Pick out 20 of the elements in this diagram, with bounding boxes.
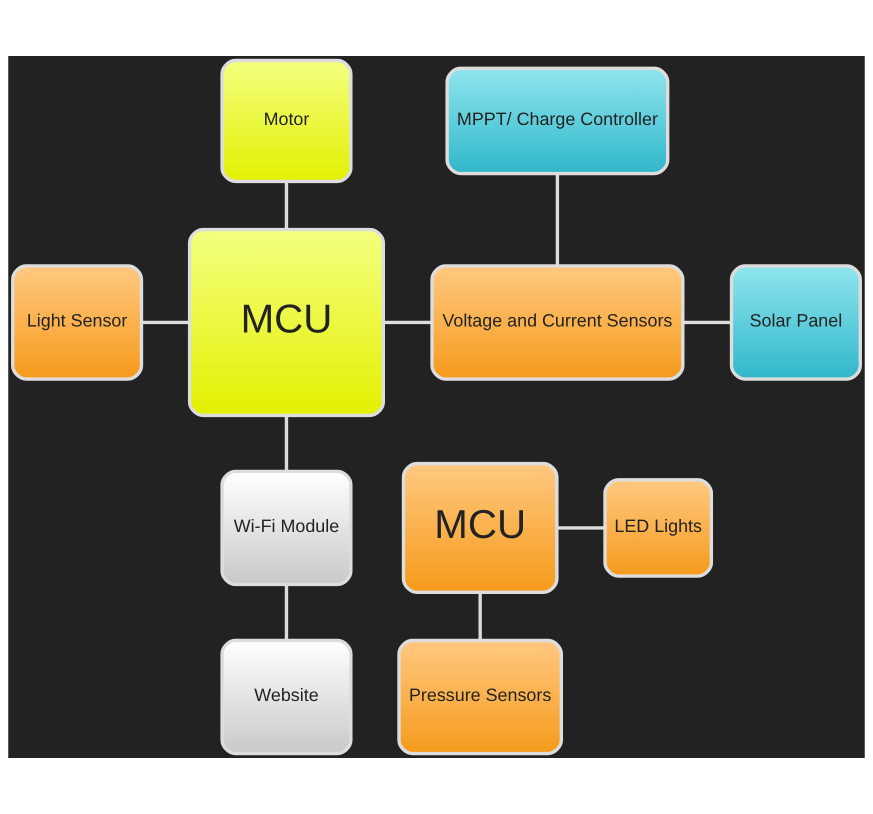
node-box: Light Sensor [11,264,144,381]
node-box: LED Lights [603,478,714,578]
node-box: Voltage and Current Sensors [430,264,684,381]
connector [284,182,288,230]
node-box: MCU [402,462,559,594]
connector [284,584,288,640]
node-box: Wi-Fi Module [220,470,353,586]
node-box: Motor [220,58,353,184]
connector [556,174,560,266]
node-box: MCU [188,228,385,418]
node-box: Website [220,638,353,756]
connector [142,320,190,324]
node-box: Pressure Sensors [397,638,564,756]
connector [683,320,732,324]
node-box: MPPT/ Charge Controller [445,66,670,176]
node-box: Solar Panel [730,264,862,381]
connector [557,526,605,530]
connector [478,592,482,640]
connector [384,320,432,324]
connector [284,416,288,472]
